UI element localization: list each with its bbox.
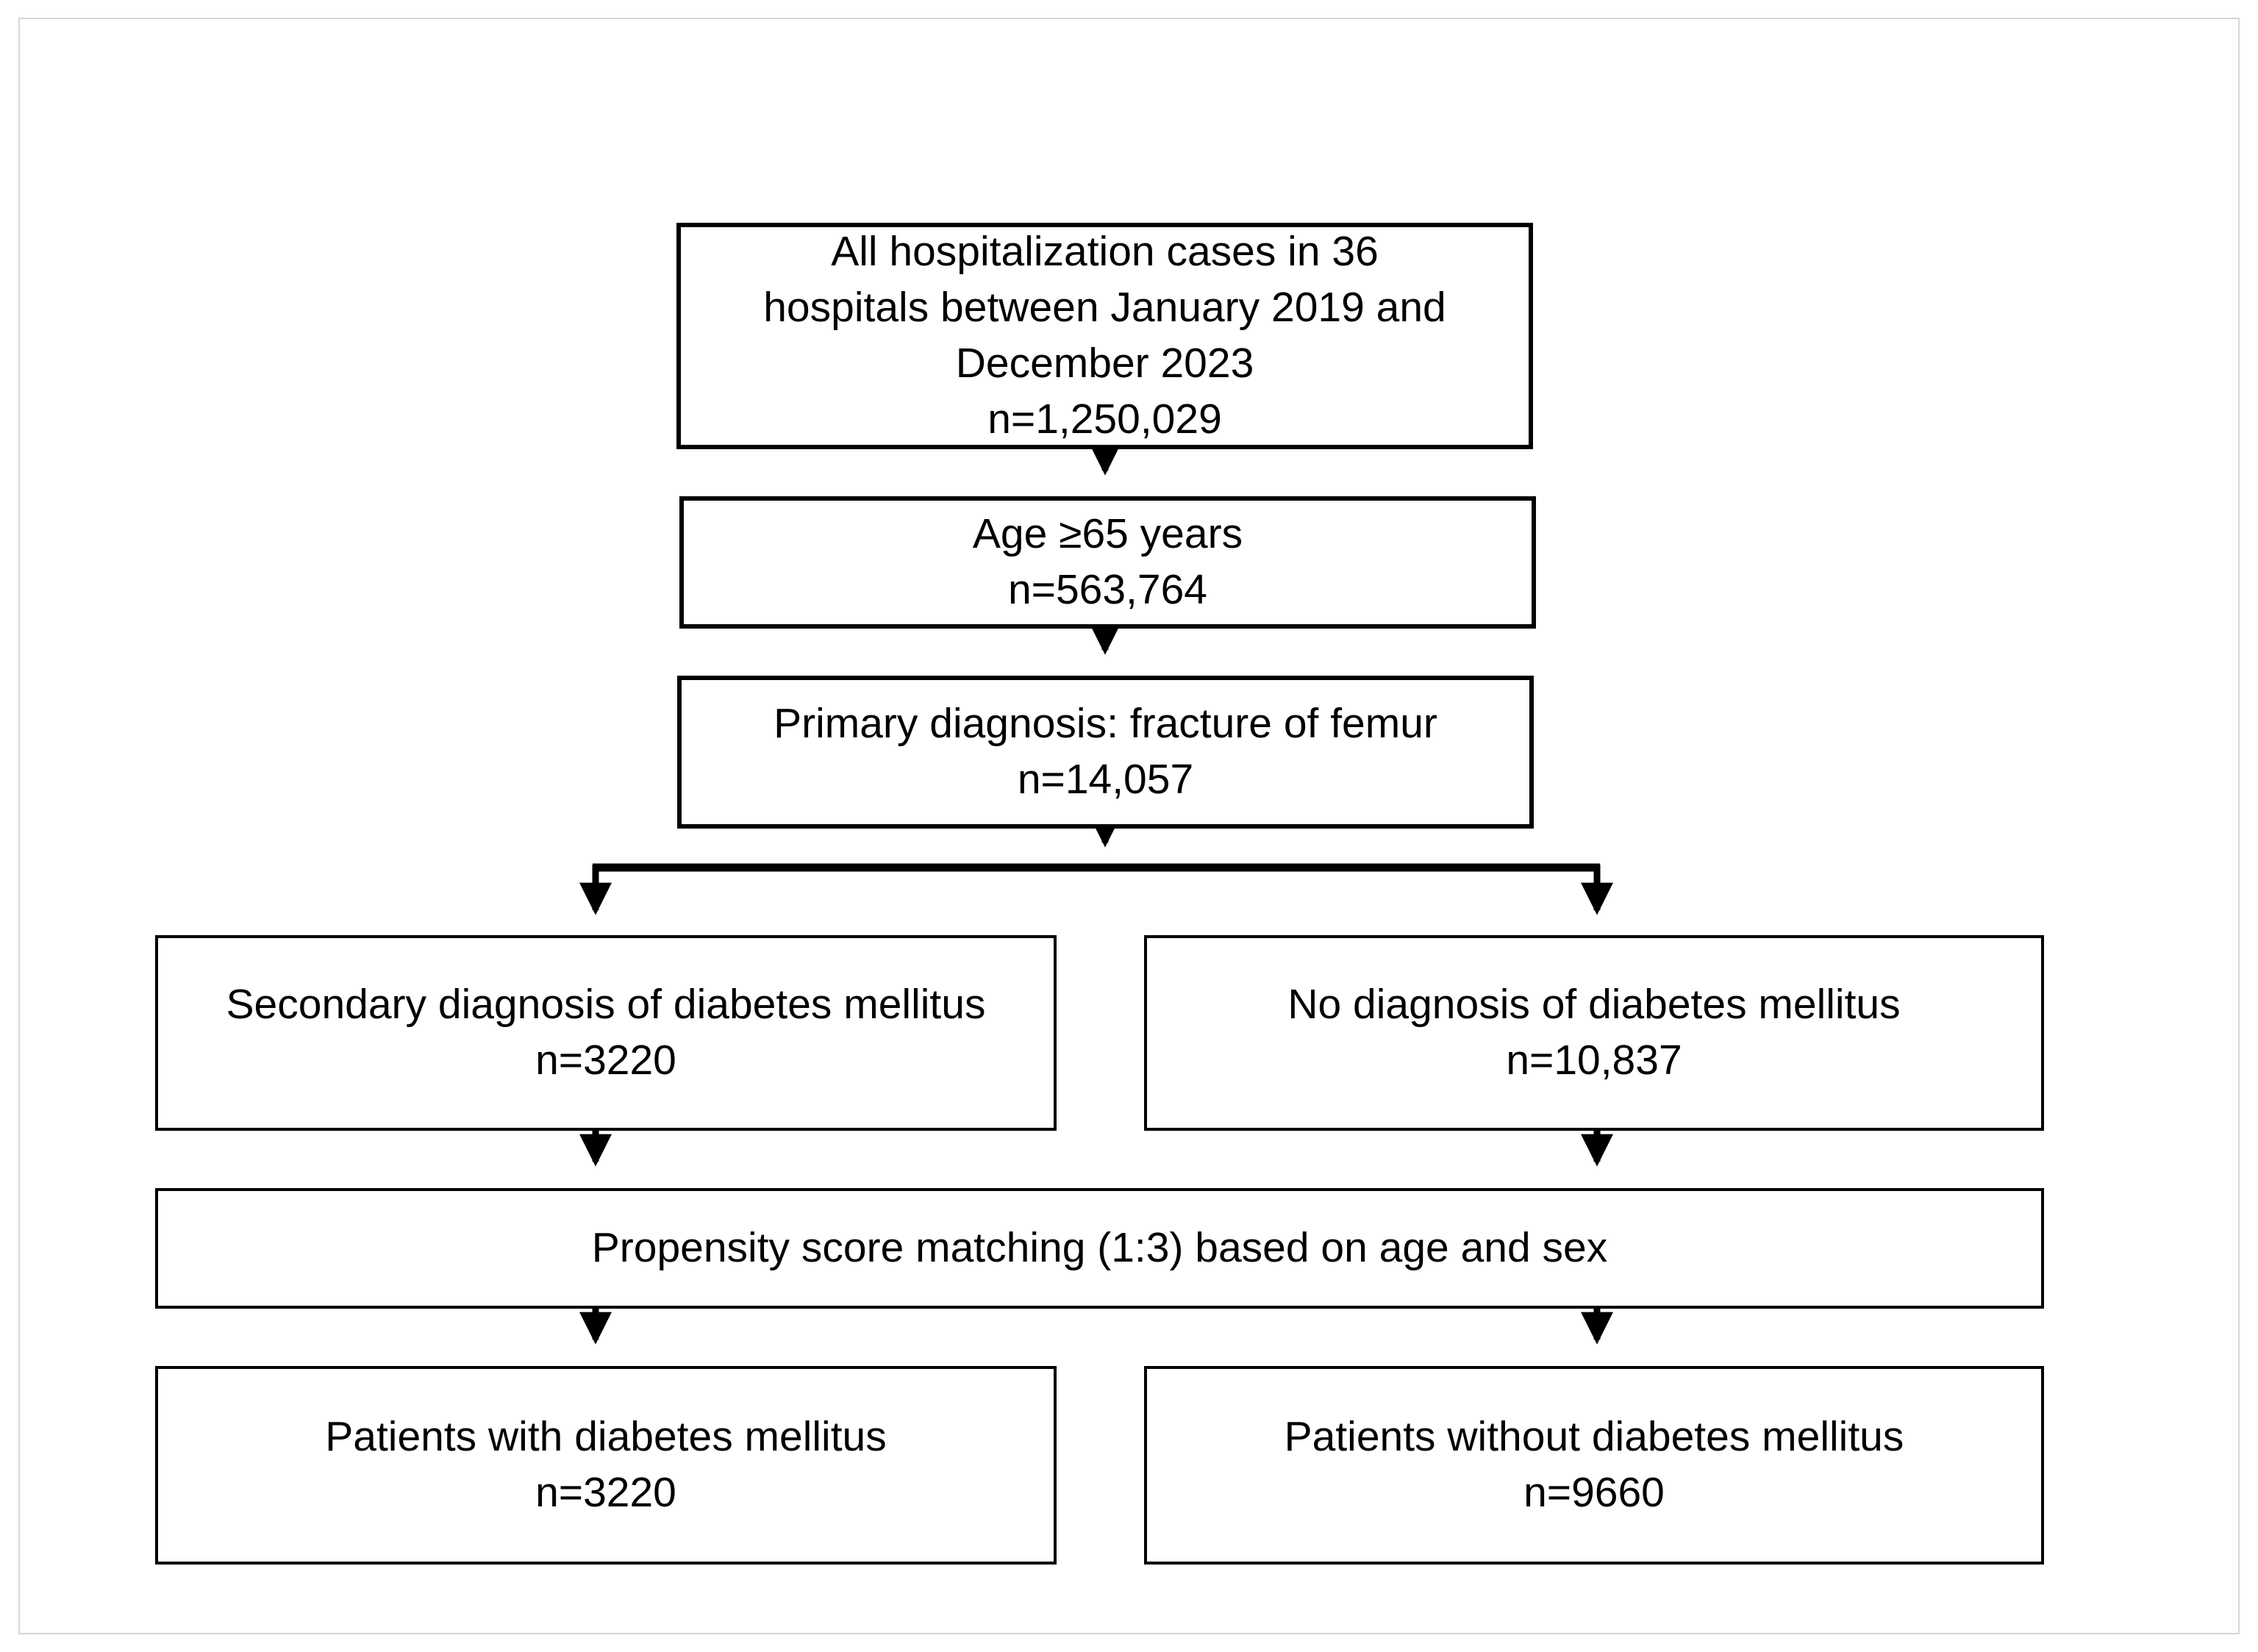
flow-box-propensity-matching-text: Propensity score matching (1:3) based on… — [591, 1224, 1608, 1272]
flow-box-age-65: Age ≥65 years n=563,764 — [679, 496, 1536, 629]
flow-box-propensity-matching: Propensity score matching (1:3) based on… — [155, 1188, 2044, 1309]
flow-box-secondary-dm-text: Secondary diagnosis of diabetes mellitus… — [226, 981, 986, 1084]
flow-box-age-65-text: Age ≥65 years n=563,764 — [972, 510, 1243, 613]
flow-box-femur-fracture: Primary diagnosis: fracture of femur n=1… — [677, 676, 1534, 829]
flow-box-patients-without-dm: Patients without diabetes mellitus n=966… — [1144, 1366, 2044, 1565]
flow-box-patients-with-dm-text: Patients with diabetes mellitus n=3220 — [325, 1413, 887, 1516]
flow-box-no-dm-text: No diagnosis of diabetes mellitus n=10,8… — [1287, 981, 1901, 1084]
flow-box-secondary-dm: Secondary diagnosis of diabetes mellitus… — [155, 935, 1057, 1131]
flow-box-femur-fracture-text: Primary diagnosis: fracture of femur n=1… — [773, 700, 1437, 803]
flow-box-all-cases-text: All hospitalization cases in 36 hospital… — [763, 228, 1446, 443]
flow-box-all-cases: All hospitalization cases in 36 hospital… — [676, 223, 1533, 449]
flow-box-no-dm: No diagnosis of diabetes mellitus n=10,8… — [1144, 935, 2044, 1131]
flow-box-patients-without-dm-text: Patients without diabetes mellitus n=966… — [1284, 1413, 1904, 1516]
flow-box-patients-with-dm: Patients with diabetes mellitus n=3220 — [155, 1366, 1057, 1565]
